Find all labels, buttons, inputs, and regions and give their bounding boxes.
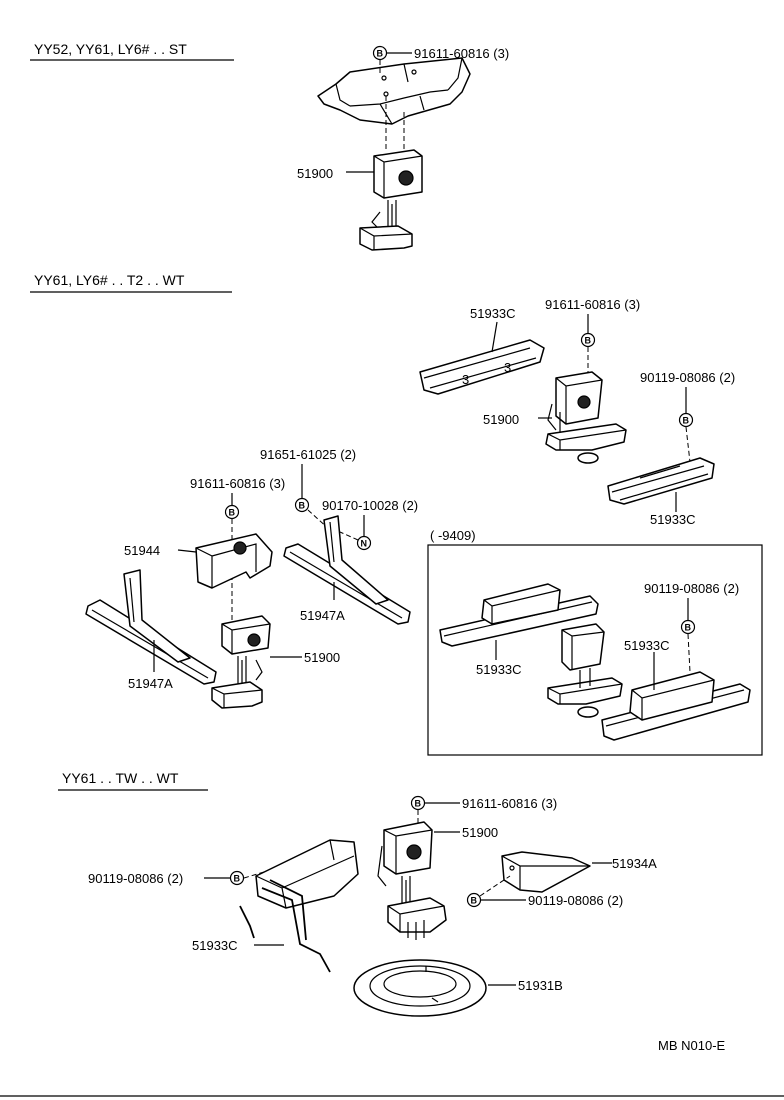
s2-carrier-top-label: 51900	[483, 412, 519, 427]
s2-carrier-mid-label: 51900	[304, 650, 340, 665]
n-symbol-icon	[356, 535, 372, 551]
s2-bracket-51944-label: 51944	[124, 543, 160, 558]
section-header-t2-wt: YY61, LY6# . . T2 . . WT	[30, 272, 232, 293]
winch-spool-icon	[247, 633, 261, 647]
s2-bolt-a-label: 91651-61025 (2)	[260, 447, 356, 462]
s2-bolt-right-callout: 90119-08086 (2) B	[640, 370, 735, 463]
b-symbol-letter: B	[234, 874, 241, 884]
s2-rail-left: 51947A	[85, 569, 217, 691]
s2-rail-right: 51947A	[283, 515, 411, 625]
section-header-st-text: YY52, YY61, LY6# . . ST	[34, 41, 187, 57]
b-symbol-letter: B	[415, 799, 422, 809]
s1-spare-tire-carrier: 51900	[297, 149, 423, 251]
s2-rail-right-label: 51947A	[300, 608, 345, 623]
inset-bracket-right: 51933C	[601, 638, 751, 741]
s1-carrier-label: 51900	[297, 166, 333, 181]
b-symbol-icon	[678, 412, 694, 428]
inset-bolt-label: 90119-08086 (2)	[644, 581, 739, 596]
s2-bracket-51944: 51944	[124, 533, 273, 589]
section-header-tw-wt-text: YY61 . . TW . . WT	[62, 770, 179, 786]
s3-bolt-left-label: 90119-08086 (2)	[88, 871, 183, 886]
s2-bracket-top: 3 3 51933C	[419, 306, 545, 395]
s3-bolt-right-callout: B 90119-08086 (2)	[466, 875, 623, 908]
stamp-mark: 3	[462, 372, 469, 387]
s2-rail-left-label: 51947A	[128, 676, 173, 691]
section-header-tw-wt: YY61 . . TW . . WT	[58, 770, 208, 791]
b-symbol-icon	[410, 795, 426, 811]
b-symbol-letter: B	[229, 508, 236, 518]
s3-bracket-51934a-label: 51934A	[612, 856, 657, 871]
b-symbol-icon	[466, 892, 482, 908]
s2-bracket-right-label: 51933C	[650, 512, 696, 527]
s1-bolt-callout: B 91611-60816 (3)	[372, 45, 509, 150]
b-symbol-icon	[229, 870, 245, 886]
inset-frame	[427, 544, 763, 756]
s2-bracket-right: 51933C	[607, 457, 715, 527]
s2-spare-tire-carrier-mid: 51900	[211, 615, 340, 709]
s2-bolt-b-label: 91611-60816 (3)	[190, 476, 285, 491]
b-symbol-icon	[372, 45, 388, 61]
s3-spare-tire-carrier: 51900	[377, 821, 498, 940]
b-symbol-letter: B	[683, 416, 690, 426]
b-symbol-letter: B	[685, 623, 692, 633]
s3-bracket-51933c-label: 51933C	[192, 938, 238, 953]
b-symbol-icon	[224, 504, 240, 520]
winch-spool-icon	[406, 844, 422, 860]
s2-bolt-right-label: 90119-08086 (2)	[640, 370, 735, 385]
s3-plate-label: 51931B	[518, 978, 563, 993]
inset-box: ( -9409) 90119-08086 (2) B 51933C	[427, 528, 763, 756]
s2-bolt-top-label: 91611-60816 (3)	[545, 297, 640, 312]
s2-spare-tire-carrier-top: 51900	[483, 371, 627, 464]
b-symbol-letter: B	[377, 49, 384, 59]
section-header-st: YY52, YY61, LY6# . . ST	[30, 41, 234, 61]
n-symbol-letter: N	[361, 539, 368, 549]
s2-bracket-top-label: 51933C	[470, 306, 516, 321]
inset-label: ( -9409)	[430, 528, 476, 543]
stamp-mark-2: 3	[504, 360, 511, 375]
b-symbol-icon	[294, 497, 310, 513]
inset-carrier	[547, 623, 623, 718]
s3-bracket-51934a: 51934A	[501, 851, 657, 893]
inset-bracket-left-label: 51933C	[476, 662, 522, 677]
inset-bracket-left: 51933C	[439, 583, 599, 677]
s3-plate-51931b: 51931B	[353, 959, 563, 1017]
s3-bolt-right-label: 90119-08086 (2)	[528, 893, 623, 908]
s3-bracket-51933c: 51933C	[192, 839, 359, 973]
b-symbol-icon	[680, 619, 696, 635]
s3-carrier-label: 51900	[462, 825, 498, 840]
winch-spool-icon	[577, 395, 591, 409]
b-symbol-letter: B	[585, 336, 592, 346]
b-symbol-letter: B	[299, 501, 306, 511]
footer-code: MB N010-E	[658, 1038, 726, 1053]
inset-bracket-right-label: 51933C	[624, 638, 670, 653]
section-header-t2-wt-text: YY61, LY6# . . T2 . . WT	[34, 272, 185, 288]
b-symbol-letter: B	[471, 896, 478, 906]
s1-bolt-label: 91611-60816 (3)	[414, 46, 509, 61]
s2-bolt-b-callout: 91611-60816 (3) B	[190, 476, 285, 620]
winch-spool-icon	[398, 170, 414, 186]
s2-nut-label: 90170-10028 (2)	[322, 498, 418, 513]
crossmember-plate	[317, 57, 471, 125]
s3-bolt-top-label: 91611-60816 (3)	[462, 796, 557, 811]
b-symbol-icon	[580, 332, 596, 348]
s2-nut-callout: 90170-10028 (2) N	[322, 498, 418, 551]
s2-bolt-top-callout: 91611-60816 (3) B	[545, 297, 640, 380]
